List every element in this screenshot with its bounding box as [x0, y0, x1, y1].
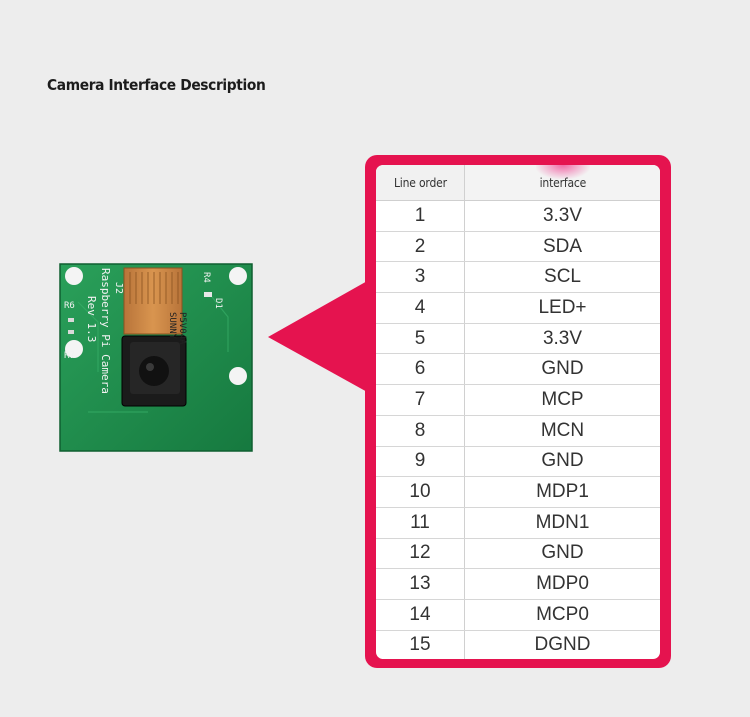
board-silkscreen-line-2: Rev 1.3 [85, 296, 98, 342]
interface-cell: SCL [464, 261, 660, 294]
interface-cell: MDP0 [464, 568, 660, 600]
table-row: 15 DGND [376, 630, 660, 659]
resistor-label: R7 [64, 351, 75, 361]
camera-module-image: Raspberry Pi Camera Rev 1.3 J2 SUNNY P5V… [59, 263, 253, 452]
mounting-hole [65, 340, 83, 358]
table-header-row: Line order interface [376, 165, 660, 201]
line-order-cell: 13 [376, 568, 465, 600]
interface-cell: MCP0 [464, 599, 660, 631]
smd-component [68, 330, 74, 334]
interface-cell: LED+ [464, 292, 660, 324]
callout-pointer-shape [268, 280, 369, 393]
mounting-hole [65, 267, 83, 285]
interface-cell: 3.3V [464, 200, 660, 232]
interface-cell: 3.3V [464, 323, 660, 355]
chip-label: SUNNY [167, 312, 177, 340]
page-title: Camera Interface Description [47, 76, 266, 94]
camera-lens [139, 356, 169, 386]
interface-cell: MCN [464, 415, 660, 447]
mounting-hole [229, 267, 247, 285]
smd-component [204, 292, 212, 297]
interface-cell: MDP1 [464, 476, 660, 508]
interface-cell: MCP [464, 384, 660, 416]
chip-label-2: P5V04A [177, 312, 187, 345]
header-line-order: Line order [376, 165, 465, 201]
interface-cell: MDN1 [464, 507, 660, 539]
line-order-cell: 3 [376, 261, 465, 294]
resistor-label: R6 [64, 301, 75, 311]
camera-lens-glint [146, 363, 154, 371]
line-order-cell: 9 [376, 446, 465, 478]
line-order-cell: 2 [376, 231, 465, 263]
line-order-cell: 5 [376, 323, 465, 355]
interface-cell: GND [464, 353, 660, 386]
header-interface: interface [464, 165, 660, 201]
board-silkscreen-line-1: Raspberry Pi Camera [99, 268, 112, 394]
line-order-cell: 11 [376, 507, 465, 539]
interface-cell: DGND [534, 634, 591, 656]
line-order-cell: 8 [376, 415, 465, 447]
line-order-cell: 4 [376, 292, 465, 324]
line-order-cell: 12 [376, 538, 465, 570]
line-order-cell: 1 [376, 200, 465, 232]
mounting-hole [229, 367, 247, 385]
resistor-label: R4 [201, 272, 211, 283]
line-order-cell: 7 [376, 384, 465, 416]
line-order-cell: 6 [376, 353, 465, 386]
interface-cell: GND [464, 446, 660, 478]
line-order-cell: 15 [376, 630, 465, 659]
resistor-label: D1 [213, 298, 223, 309]
line-order-cell: 10 [376, 476, 465, 508]
pcb-trace [77, 291, 229, 413]
connector-label: J2 [113, 282, 124, 294]
header-highlight [535, 165, 590, 179]
interface-cell: SDA [464, 231, 660, 263]
interface-cell: GND [464, 538, 660, 570]
smd-component [68, 318, 74, 322]
line-order-cell: 14 [376, 599, 465, 631]
